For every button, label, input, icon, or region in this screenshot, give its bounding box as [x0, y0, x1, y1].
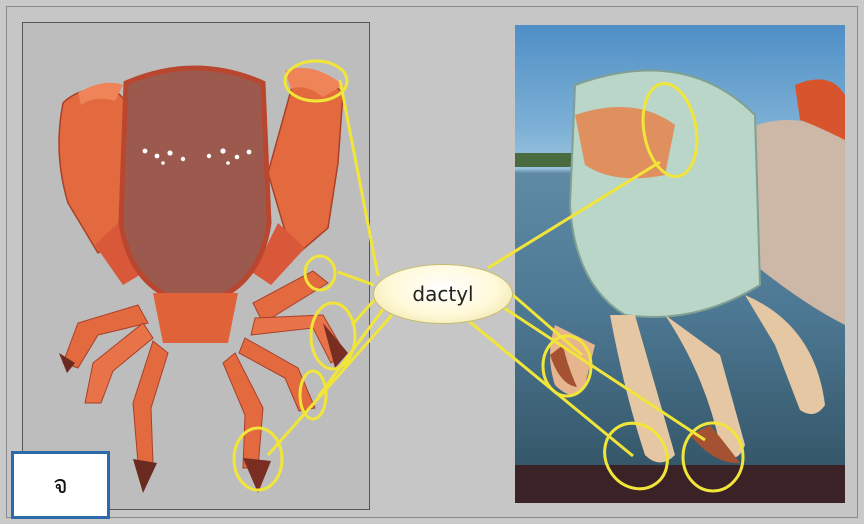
- dactyl-highlight-ellipse: [234, 428, 282, 490]
- panel-label: จ: [11, 451, 110, 519]
- dactyl-callout: dactyl: [373, 264, 513, 324]
- callout-label: dactyl: [412, 282, 473, 306]
- dactyl-highlight-ellipse: [683, 423, 743, 491]
- dactyl-highlight-ellipse: [311, 303, 355, 369]
- dactyl-highlight-ellipse: [305, 256, 335, 290]
- dactyl-highlight-ellipse: [636, 79, 704, 181]
- dactyl-highlight-ellipse: [592, 411, 680, 501]
- dactyl-highlight-ellipse: [285, 61, 347, 101]
- dactyl-highlight-ellipse: [543, 336, 591, 396]
- panel-label-text: จ: [53, 465, 68, 505]
